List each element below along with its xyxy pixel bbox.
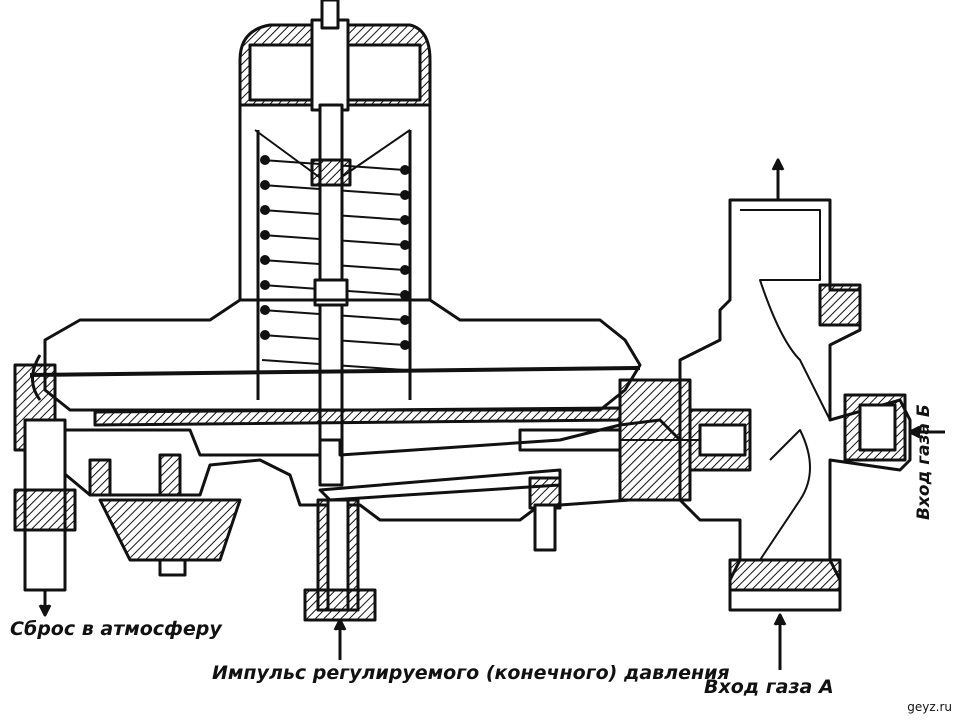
outlet-arrow (771, 158, 785, 200)
inlet-a-arrow (773, 613, 787, 670)
valve-seat-assembly (518, 378, 752, 502)
impulse-fitting (303, 498, 377, 660)
inlet-b-label: Вход газа Б (914, 404, 934, 520)
inlet-b-arrow (908, 425, 945, 439)
vent-label: Сброс в атмосферу (10, 618, 222, 640)
inlet-body (678, 198, 912, 612)
impulse-label: Импульс регулируемого (конечного) давлен… (212, 662, 730, 684)
vent-outlet (13, 418, 77, 617)
valve-body (58, 418, 682, 577)
valve-stem (310, 103, 352, 487)
site-watermark: geyz.ru (907, 700, 952, 714)
spring-housing-cap (238, 0, 432, 112)
inlet-a-label: Вход газа А (704, 676, 834, 698)
